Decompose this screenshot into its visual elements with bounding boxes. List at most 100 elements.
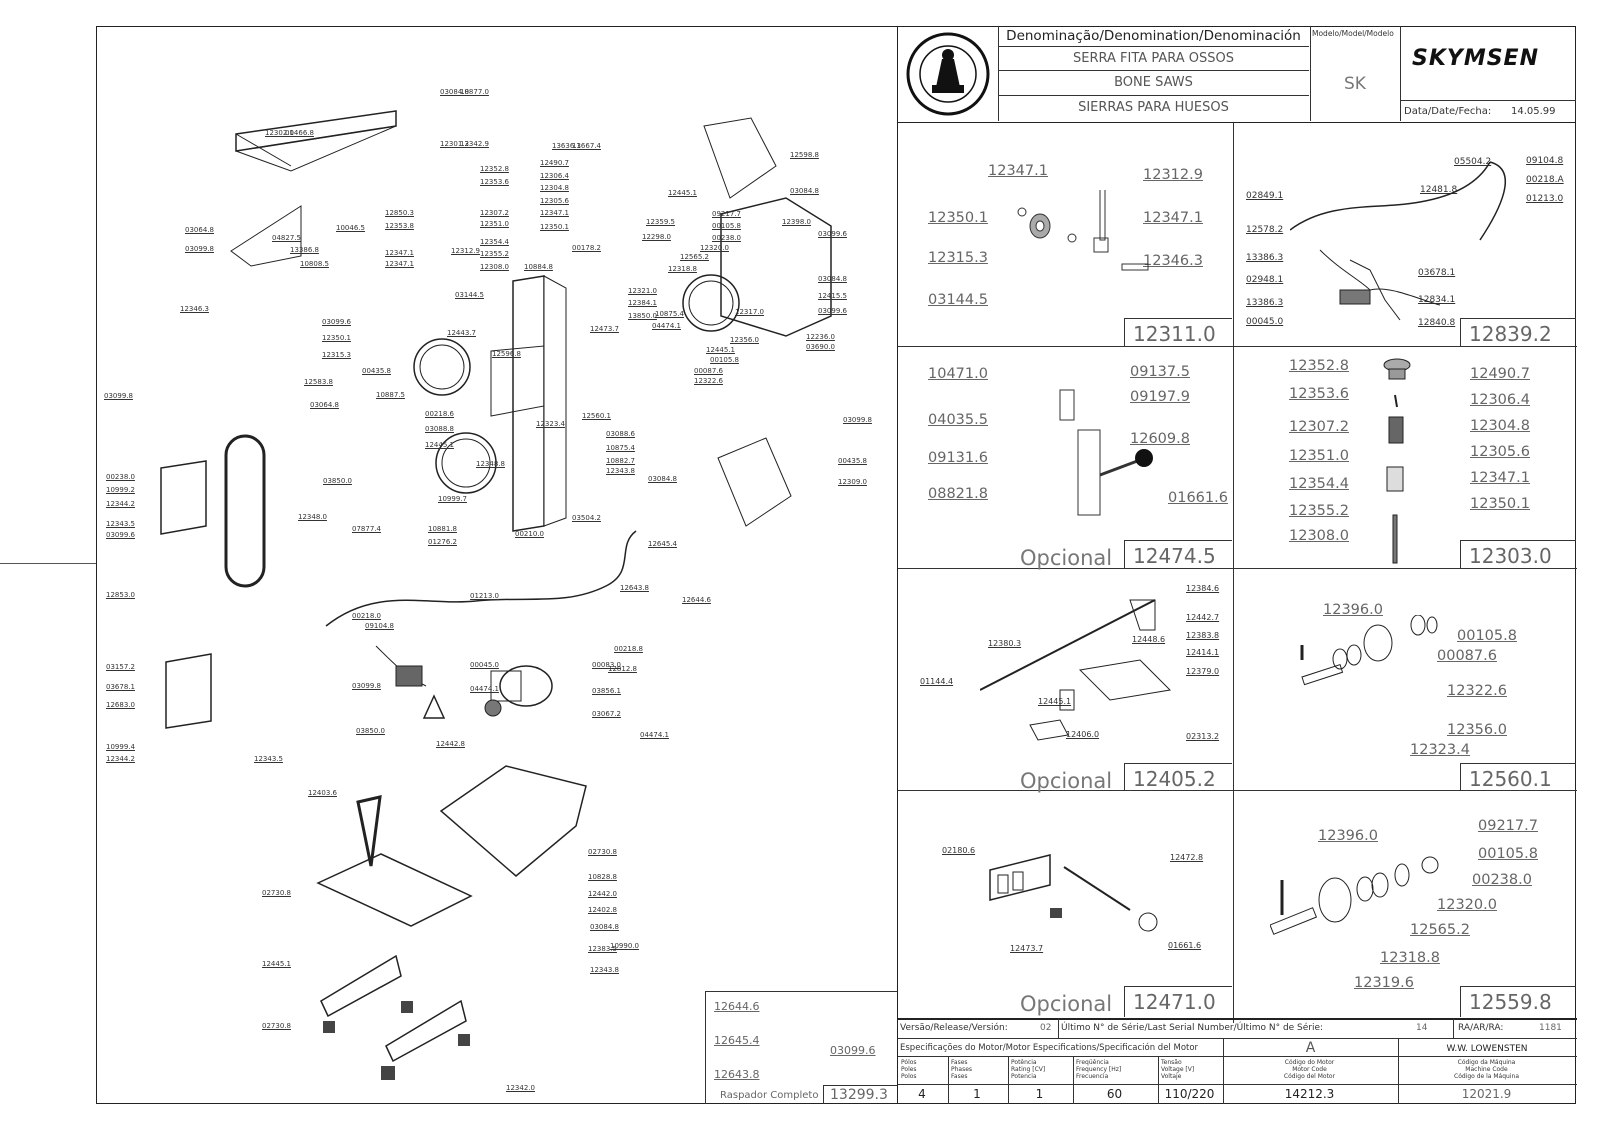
part-label: 12415.5 xyxy=(818,292,847,300)
panel-12559-drawing xyxy=(1269,845,1450,959)
panel-code-12560: 12560.1 xyxy=(1460,763,1576,791)
panel-code-12405: 12405.2 xyxy=(1124,763,1232,791)
part-label: 12347.1 xyxy=(988,163,1048,179)
panel-code-12311: 12311.0 xyxy=(1124,318,1232,346)
part-label: 12840.8 xyxy=(1418,318,1456,328)
part-label: 13386.8 xyxy=(290,246,319,254)
part-label: 12490.7 xyxy=(540,159,569,167)
part-label: 12322.6 xyxy=(1447,683,1507,699)
footer-col-header-line: Machine Code xyxy=(1465,1066,1508,1073)
footer-col-header-line: Potencia xyxy=(1011,1073,1037,1080)
footer-col-header-line: Código da Máquina xyxy=(1457,1059,1516,1066)
footer-col-header-line: Motor Code xyxy=(1292,1066,1327,1073)
part-label: 00083.0 xyxy=(592,661,621,669)
part-label: 00045.0 xyxy=(1246,317,1284,327)
part-label: 03157.2 xyxy=(106,663,135,671)
part-label: 09104.8 xyxy=(1526,156,1564,166)
part-label: 01276.2 xyxy=(428,538,457,546)
part-label: 12445.1 xyxy=(1038,697,1072,706)
part-label: 12308.0 xyxy=(1289,528,1349,544)
part-label: 12323.4 xyxy=(1410,742,1470,758)
part-label: 12645.4 xyxy=(714,1034,760,1047)
panel-code-12559: 12559.8 xyxy=(1460,986,1576,1017)
ra-value: 1181 xyxy=(1539,1023,1562,1033)
part-label: 12645.4 xyxy=(648,540,677,548)
part-label: 10887.5 xyxy=(376,391,405,399)
part-label: 12473.7 xyxy=(1010,944,1044,953)
part-label: 12379.0 xyxy=(1186,667,1220,676)
panel-code-12839: 12839.2 xyxy=(1460,318,1576,346)
part-label: 04474.1 xyxy=(640,731,669,739)
part-label: 00105.8 xyxy=(1457,628,1517,644)
part-label: 12683.0 xyxy=(106,701,135,709)
part-label: 03067.2 xyxy=(592,710,621,718)
footer-col-header-line: Phases xyxy=(951,1066,973,1073)
part-label: 00238.0 xyxy=(712,234,741,242)
panel-12839-drawing xyxy=(1289,140,1530,334)
part-label: 05504.2 xyxy=(1454,157,1492,167)
footer-col-value: 14212.3 xyxy=(1284,1087,1335,1101)
part-label: 10828.8 xyxy=(588,873,617,881)
panel-12474-drawing xyxy=(1040,380,1160,524)
name-pt: SERRA FITA PARA OSSOS xyxy=(1073,51,1234,66)
title-block xyxy=(897,26,1576,123)
part-label: 00466.8 xyxy=(285,129,314,137)
part-label: 12490.7 xyxy=(1470,366,1530,382)
date-value: 14.05.99 xyxy=(1511,106,1556,117)
part-label: 10882.7 xyxy=(606,457,635,465)
part-label: 12346.3 xyxy=(180,305,209,313)
panel-12311-drawing xyxy=(1010,179,1150,284)
part-label: 12306.4 xyxy=(540,172,569,180)
badge-logo xyxy=(898,27,998,121)
part-label: 12305.6 xyxy=(540,197,569,205)
footer-col-header-line: Rating [CV] xyxy=(1011,1066,1046,1073)
part-label: 12356.0 xyxy=(730,336,759,344)
part-label: 12448.6 xyxy=(1132,635,1166,644)
part-label: 12383.8 xyxy=(1186,631,1220,640)
brand-logo: SKYMSEN xyxy=(1412,46,1540,71)
part-label: 12445.1 xyxy=(706,346,735,354)
part-label: 12445.1 xyxy=(668,189,697,197)
part-label: 12355.2 xyxy=(1289,503,1349,519)
part-label: 12443.7 xyxy=(447,329,476,337)
part-label: 10999.7 xyxy=(438,495,467,503)
part-label: 12834.1 xyxy=(1418,295,1456,305)
scraper-box xyxy=(705,991,897,1104)
part-label: 12850.3 xyxy=(385,209,414,217)
part-label: 12609.8 xyxy=(1130,431,1190,447)
drawing-sheet xyxy=(96,26,1576,1104)
part-label: 12322.6 xyxy=(694,377,723,385)
part-label: 00238.0 xyxy=(1472,872,1532,888)
part-label: 03088.6 xyxy=(606,430,635,438)
part-label: 03099.8 xyxy=(104,392,133,400)
part-label: 02948.1 xyxy=(1246,275,1284,285)
part-label: 12350.1 xyxy=(540,223,569,231)
part-label: 09217.7 xyxy=(1478,818,1538,834)
footer-col-value: 110/220 xyxy=(1164,1087,1215,1101)
part-label: 03099.6 xyxy=(106,531,135,539)
part-label: 03099.8 xyxy=(352,682,381,690)
part-label: 02849.1 xyxy=(1246,191,1284,201)
part-label: 12406.0 xyxy=(1066,730,1100,739)
part-label: 12347.1 xyxy=(1470,470,1530,486)
exploded-view xyxy=(96,26,896,1108)
part-label: 12343.5 xyxy=(254,755,283,763)
part-label: 12352.8 xyxy=(1289,358,1349,374)
part-label: 08821.8 xyxy=(928,486,988,502)
part-label: 12565.2 xyxy=(680,253,709,261)
panel-grid xyxy=(897,123,1577,1023)
footer-col-header-line: Pólos xyxy=(901,1059,917,1066)
part-label: 12578.2 xyxy=(1246,225,1284,235)
part-label: 03678.1 xyxy=(106,683,135,691)
part-label: 09104.8 xyxy=(365,622,394,630)
part-label: 12445.1 xyxy=(425,441,454,449)
part-label: 12346.3 xyxy=(1143,253,1203,269)
footer-col-header-line: Potência xyxy=(1011,1059,1037,1066)
model-label: Modelo/Model/Modelo xyxy=(1312,29,1394,38)
part-label: 10999.2 xyxy=(106,486,135,494)
part-label: 12353.8 xyxy=(385,222,414,230)
part-label: 12298.0 xyxy=(642,233,671,241)
